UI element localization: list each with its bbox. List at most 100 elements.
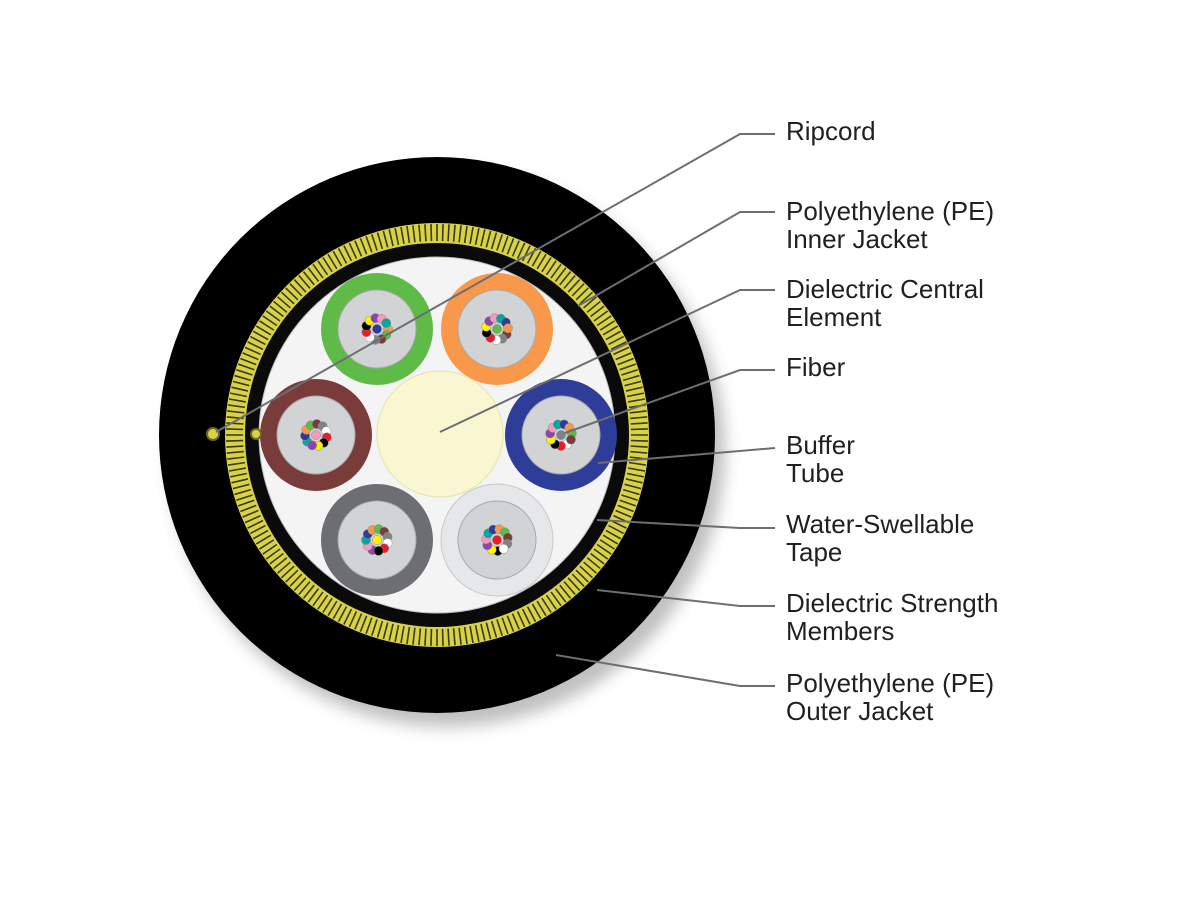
yarn-stripe <box>469 626 474 644</box>
fiber <box>556 430 566 440</box>
leader-buffer-tube <box>597 447 776 464</box>
label-inner-jacket-line-2: Inner Jacket <box>786 224 928 254</box>
yarn-stripe <box>447 224 450 242</box>
yarn-stripe <box>590 552 605 565</box>
yarn-stripe <box>238 499 255 507</box>
yarn-stripe <box>236 494 253 501</box>
yarn-stripe <box>626 392 644 398</box>
ripcord-dot-2 <box>250 428 262 440</box>
yarn-stripe <box>348 611 358 628</box>
yarn-stripe <box>293 577 307 591</box>
yarn-stripe <box>365 236 373 253</box>
yarn-stripe <box>281 291 295 305</box>
yarn-stripe <box>579 565 593 579</box>
yarn-stripe <box>629 410 647 414</box>
yarn-stripe <box>265 310 281 322</box>
yarn-stripe <box>615 352 632 361</box>
yarn-stripe <box>608 335 624 346</box>
yarn-stripe <box>322 257 333 273</box>
yarn-stripe <box>571 283 585 297</box>
yarn-stripe <box>602 534 619 545</box>
label-ripcord-line-1: Ripcord <box>786 116 876 146</box>
yarn-stripe <box>317 594 329 610</box>
label-inner-jacket: Polyethylene (PE) Inner Jacket <box>786 196 1001 254</box>
yarn-stripe <box>394 228 400 246</box>
yarn-stripe <box>262 315 278 327</box>
yarn-stripe <box>605 330 622 341</box>
label-buffer-tube-line-1: Buffer <box>786 430 855 460</box>
yarn-stripe <box>506 615 515 632</box>
yarn-stripe <box>281 565 295 579</box>
label-central-element-line-1: Dielectric Central <box>786 274 984 304</box>
yarn-stripe <box>496 234 503 251</box>
fiber <box>372 535 382 545</box>
yarn-stripe <box>571 573 585 587</box>
yarn-stripe <box>317 260 329 276</box>
yarn-stripe <box>307 267 320 282</box>
label-ripcord: Ripcord <box>786 116 876 146</box>
yarn-stripe <box>226 422 244 425</box>
yarn-stripe <box>626 472 644 478</box>
label-strength-members-line-2: Members <box>786 616 894 646</box>
label-buffer-tube: Buffer Tube <box>786 430 862 488</box>
yarn-stripe <box>447 628 450 646</box>
label-central-element-line-2: Element <box>786 302 882 332</box>
label-water-tape-line-1: Water-Swellable <box>786 509 974 539</box>
label-fiber-line-1: Fiber <box>786 352 846 382</box>
yarn-stripe <box>628 398 646 403</box>
fiber <box>498 543 509 554</box>
yarn-stripe <box>567 279 581 293</box>
yarn-stripe <box>250 524 266 535</box>
yarn-stripe <box>247 519 264 529</box>
yarn-stripe <box>424 628 427 646</box>
yarn-stripe <box>593 548 609 560</box>
yarn-stripe <box>593 310 609 322</box>
yarn-stripe <box>563 275 576 289</box>
yarn-stripe <box>400 226 405 244</box>
yarn-stripe <box>255 325 272 336</box>
yarn-stripe <box>424 224 427 242</box>
yarn-stripe <box>480 229 486 247</box>
yarn-stripe <box>630 445 648 448</box>
leader-fiber <box>564 369 775 434</box>
yarn-stripe <box>463 226 468 244</box>
yarn-stripe <box>289 283 303 297</box>
leader-central-element <box>439 289 775 433</box>
yarn-stripe <box>619 363 636 371</box>
buffer-tube-4 <box>440 483 554 597</box>
component-labels: Ripcord Polyethylene (PE) Inner Jacket D… <box>786 116 1001 726</box>
leader-outer-jacket <box>555 654 775 687</box>
central-element-shape <box>376 370 504 498</box>
buffer-tubes <box>260 273 617 597</box>
yarn-stripe <box>621 494 638 501</box>
yarn-stripe <box>452 628 456 646</box>
yarn-stripe <box>371 234 378 251</box>
yarn-stripe <box>536 253 547 270</box>
yarn-stripe <box>630 422 648 425</box>
yarn-stripe <box>563 581 576 595</box>
yarn-stripe <box>302 271 315 286</box>
yarn-stripe <box>273 557 288 570</box>
yarn-stripe <box>337 606 348 622</box>
yarn-stripe <box>511 613 520 630</box>
yarn-stripe <box>625 386 643 392</box>
yarn-stripe <box>531 603 542 620</box>
yarn-stripe <box>273 300 288 313</box>
yarn-stripe <box>400 626 405 644</box>
yarn-stripe <box>554 588 567 603</box>
yarn-stripe <box>232 380 250 387</box>
yarn-stripe <box>285 287 299 301</box>
yarn-stripe <box>343 245 353 262</box>
yarn-stripe <box>559 271 572 286</box>
yarn-stripe <box>312 591 324 607</box>
yarn-stripe <box>485 622 492 640</box>
yarn-stripe <box>354 240 363 257</box>
yarn-stripe <box>236 369 253 376</box>
yarn-stripe <box>307 588 320 603</box>
yarn-stripe <box>322 597 333 613</box>
yarn-stripe <box>376 232 384 250</box>
fiber <box>492 324 502 334</box>
fiber <box>311 430 321 440</box>
yarn-stripe <box>406 626 411 644</box>
yarn-stripe <box>579 291 593 305</box>
